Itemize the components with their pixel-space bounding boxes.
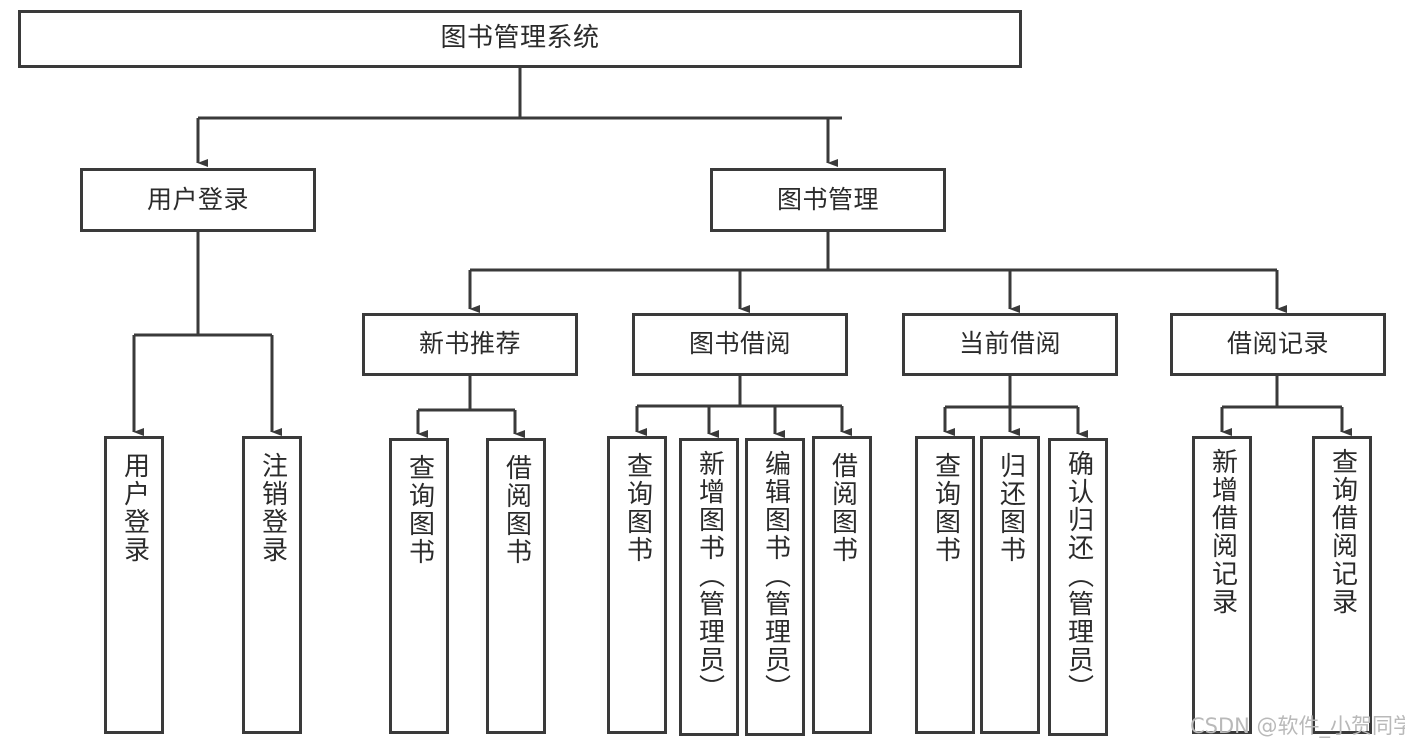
node-leaf-query-book-1-label: 查询图书 bbox=[404, 454, 435, 566]
node-leaf-add-book-label: 新增图书（管理员） bbox=[694, 450, 725, 702]
node-book-manage[interactable]: 图书管理 bbox=[710, 168, 946, 232]
node-root[interactable]: 图书管理系统 bbox=[18, 10, 1022, 68]
csdn-watermark: CSDN @软件_小贺同学 bbox=[1190, 714, 1405, 738]
node-borrow-record[interactable]: 借阅记录 bbox=[1170, 313, 1386, 376]
node-leaf-query-record[interactable]: 查询借阅记录 bbox=[1312, 436, 1372, 734]
node-leaf-add-book[interactable]: 新增图书（管理员） bbox=[679, 438, 739, 736]
node-new-book-rec[interactable]: 新书推荐 bbox=[362, 313, 578, 376]
node-leaf-return-book[interactable]: 归还图书 bbox=[980, 436, 1040, 734]
node-leaf-query-book-1[interactable]: 查询图书 bbox=[389, 438, 449, 734]
node-new-book-rec-label: 新书推荐 bbox=[418, 329, 521, 359]
node-borrow-record-label: 借阅记录 bbox=[1226, 329, 1329, 359]
node-leaf-confirm-return[interactable]: 确认归还（管理员） bbox=[1048, 438, 1108, 736]
node-leaf-query-book-3[interactable]: 查询图书 bbox=[915, 436, 975, 734]
node-user-login[interactable]: 用户登录 bbox=[80, 168, 316, 232]
node-leaf-user-login-label: 用户登录 bbox=[119, 452, 150, 564]
node-book-borrow-label: 图书借阅 bbox=[688, 329, 791, 359]
node-leaf-edit-book[interactable]: 编辑图书（管理员） bbox=[745, 438, 805, 736]
node-leaf-user-login[interactable]: 用户登录 bbox=[104, 436, 164, 734]
node-leaf-logout[interactable]: 注销登录 bbox=[242, 436, 302, 734]
node-leaf-return-book-label: 归还图书 bbox=[995, 452, 1026, 564]
node-user-login-label: 用户登录 bbox=[146, 184, 249, 214]
node-leaf-query-book-2-label: 查询图书 bbox=[622, 452, 653, 564]
node-leaf-add-record-label: 新增借阅记录 bbox=[1207, 448, 1238, 616]
node-current-borrow[interactable]: 当前借阅 bbox=[902, 313, 1118, 376]
node-root-label: 图书管理系统 bbox=[440, 23, 600, 54]
node-leaf-borrow-book-1-label: 借阅图书 bbox=[501, 454, 532, 566]
node-leaf-borrow-book-1[interactable]: 借阅图书 bbox=[486, 438, 546, 734]
node-current-borrow-label: 当前借阅 bbox=[958, 329, 1061, 359]
node-leaf-add-record[interactable]: 新增借阅记录 bbox=[1192, 436, 1252, 734]
node-leaf-edit-book-label: 编辑图书（管理员） bbox=[760, 450, 791, 702]
node-book-manage-label: 图书管理 bbox=[776, 184, 879, 214]
node-leaf-query-record-label: 查询借阅记录 bbox=[1327, 448, 1358, 616]
node-leaf-borrow-book-2-label: 借阅图书 bbox=[827, 452, 858, 564]
node-leaf-confirm-return-label: 确认归还（管理员） bbox=[1063, 450, 1094, 702]
node-leaf-borrow-book-2[interactable]: 借阅图书 bbox=[812, 436, 872, 734]
node-leaf-query-book-3-label: 查询图书 bbox=[930, 452, 961, 564]
node-book-borrow[interactable]: 图书借阅 bbox=[632, 313, 848, 376]
node-leaf-query-book-2[interactable]: 查询图书 bbox=[607, 436, 667, 734]
node-leaf-logout-label: 注销登录 bbox=[257, 452, 288, 564]
